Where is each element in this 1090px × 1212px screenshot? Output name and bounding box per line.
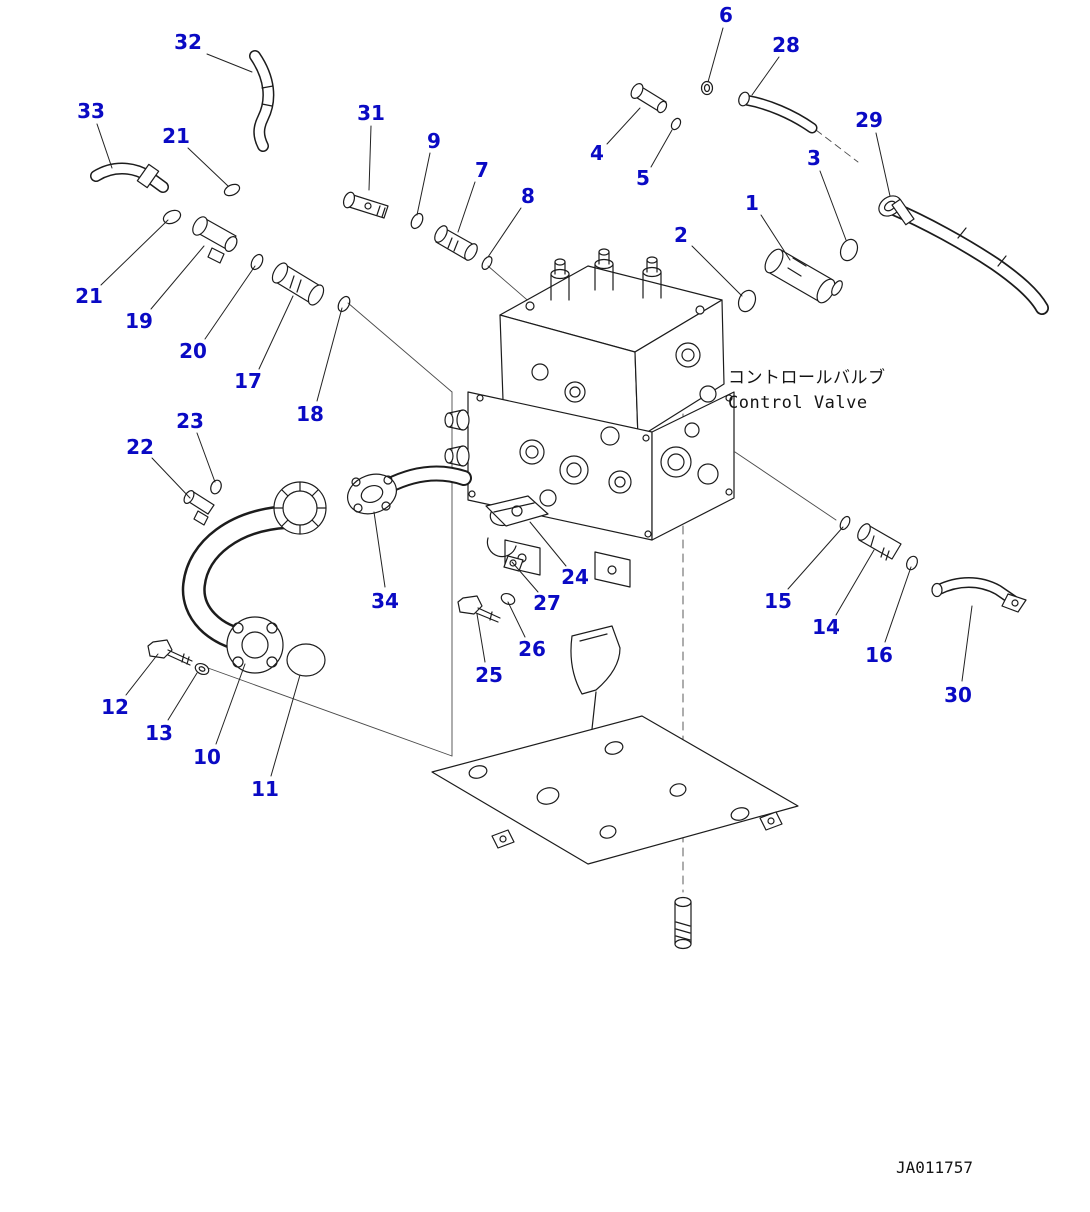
callout-3-11: 3	[807, 146, 821, 170]
mounting-plate	[431, 715, 799, 865]
hoses	[90, 50, 1049, 613]
control-valve-body	[444, 248, 735, 588]
callout-28-2: 28	[772, 33, 800, 57]
callout-1-13: 1	[745, 191, 759, 215]
callout-23-20: 23	[176, 409, 204, 433]
callout-29-7: 29	[855, 108, 883, 132]
callout-20-17: 20	[179, 339, 207, 363]
callout-4-9: 4	[590, 141, 604, 165]
callout-16-28: 16	[865, 643, 893, 667]
callout-22-21: 22	[126, 435, 154, 459]
callout-17-18: 17	[234, 369, 262, 393]
callout-13-31: 13	[145, 721, 173, 745]
component-label: コントロールバルブ Control Valve	[728, 366, 886, 416]
callout-34-22: 34	[371, 589, 399, 613]
callout-11-34: 11	[251, 777, 279, 801]
callout-30-33: 30	[944, 683, 972, 707]
callout-21-15: 21	[75, 284, 103, 308]
callout-10-32: 10	[193, 745, 221, 769]
callout-33-3: 33	[77, 99, 105, 123]
elbow-tube-assembly	[181, 465, 472, 677]
bracket-part	[570, 625, 621, 730]
callout-32-0: 32	[174, 30, 202, 54]
callout-19-16: 19	[125, 309, 153, 333]
callout-26-27: 26	[518, 637, 546, 661]
callout-25-29: 25	[475, 663, 503, 687]
small-parts	[147, 80, 919, 676]
leader-lines	[96, 27, 973, 777]
solenoid-caps	[525, 248, 705, 315]
callout-8-12: 8	[521, 184, 535, 208]
mounting-bolt	[674, 896, 692, 950]
callout-14-26: 14	[812, 615, 840, 639]
callout-18-19: 18	[296, 402, 324, 426]
drawing-number: JA011757	[896, 1158, 974, 1177]
component-label-ja: コントロールバルブ	[728, 368, 886, 388]
callout-9-6: 9	[427, 129, 441, 153]
callout-27-24: 27	[533, 591, 561, 615]
callout-12-30: 12	[101, 695, 129, 719]
callout-15-25: 15	[764, 589, 792, 613]
callout-5-10: 5	[636, 166, 650, 190]
callout-7-8: 7	[475, 158, 489, 182]
callout-21-4: 21	[162, 124, 190, 148]
callout-2-14: 2	[674, 223, 688, 247]
callout-6-1: 6	[719, 3, 733, 27]
callout-31-5: 31	[357, 101, 385, 125]
component-label-en: Control Valve	[728, 393, 868, 413]
callout-24-23: 24	[561, 565, 589, 589]
